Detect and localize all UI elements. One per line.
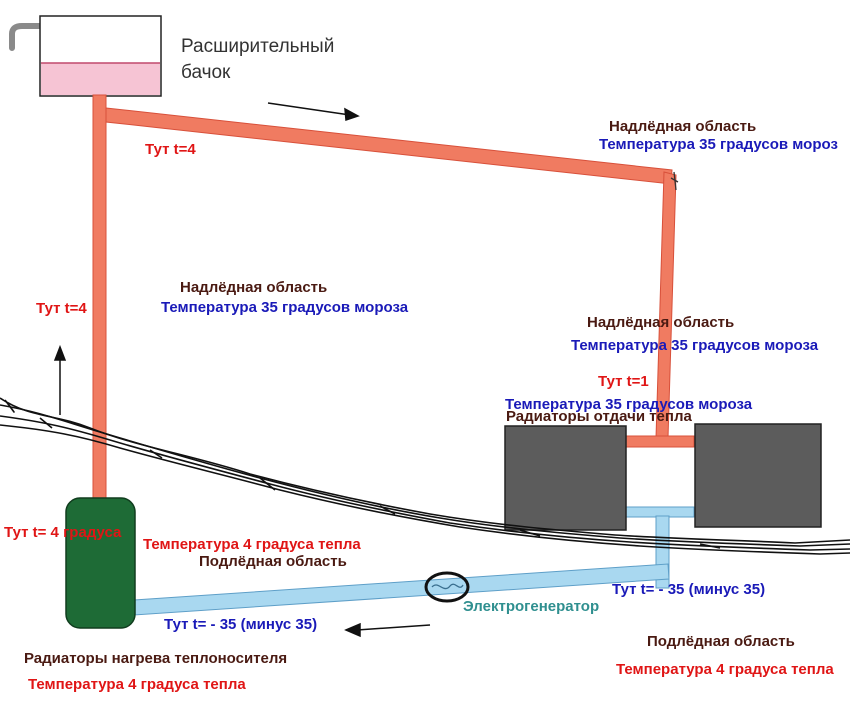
label-t-cold-right: Тут t= - 35 (минус 35) — [612, 581, 765, 598]
label-t-top-pipe: Тут t=4 — [145, 141, 196, 158]
generator-icon — [424, 571, 470, 603]
heater-temp: Температура 4 градуса тепла — [28, 676, 246, 693]
hot-pipe-left — [92, 94, 107, 501]
expansion-tank-icon — [9, 15, 162, 97]
tank-title-line2: бачок — [181, 62, 231, 83]
label-t-heater: Тут t= 4 градуса — [4, 524, 122, 541]
arrow-return-head — [344, 622, 361, 638]
arrow-top-flow — [267, 102, 351, 116]
radiator-left-block — [504, 425, 627, 531]
label-t-left-pipe: Тут t=4 — [36, 300, 87, 317]
radiator-title: Радиаторы отдачи тепла — [506, 408, 692, 425]
region-right-temp: Температура 35 градусов мороза — [571, 337, 819, 354]
radiator-icon — [504, 423, 822, 531]
arrow-up-head — [53, 344, 67, 361]
region-center-temp: Температура 35 градусов мороза — [161, 299, 409, 316]
radiator-hot-header — [625, 435, 695, 448]
arrow-return-flow — [356, 624, 431, 631]
label-t-cold-left: Тут t= - 35 (минус 35) — [164, 616, 317, 633]
under-left-temp: Температура 4 градуса тепла — [143, 536, 361, 553]
radiator-right-block — [694, 423, 822, 528]
region-top-right-title: Надлёдная область — [609, 118, 756, 135]
under-right-temp: Температура 4 градуса тепла — [616, 661, 834, 678]
ice-boundary — [0, 397, 850, 555]
region-right-title: Надлёдная область — [587, 314, 734, 331]
under-right-title: Подлёдная область — [647, 633, 795, 650]
arrow-top-head — [344, 107, 360, 122]
heater-title: Радиаторы нагрева теплоносителя — [24, 650, 287, 667]
region-top-right-temp: Температура 35 градусов мороз — [599, 136, 838, 153]
generator-coil — [431, 583, 464, 590]
under-left-title: Подлёдная область — [199, 553, 347, 570]
tank-overflow-pipe — [9, 23, 43, 51]
heater-icon — [65, 497, 136, 629]
radiator-temp: Температура 35 градусов мороза — [505, 396, 753, 413]
generator-label: Электрогенератор — [463, 598, 599, 615]
flow-arrow-icon — [53, 102, 431, 638]
tank-title-line1: Расширительный — [181, 36, 334, 57]
tank-liquid — [41, 63, 160, 95]
region-center-title: Надлёдная область — [180, 279, 327, 296]
label-t-radiator: Тут t=1 — [598, 373, 649, 390]
pipe-corner-mark — [670, 171, 679, 191]
